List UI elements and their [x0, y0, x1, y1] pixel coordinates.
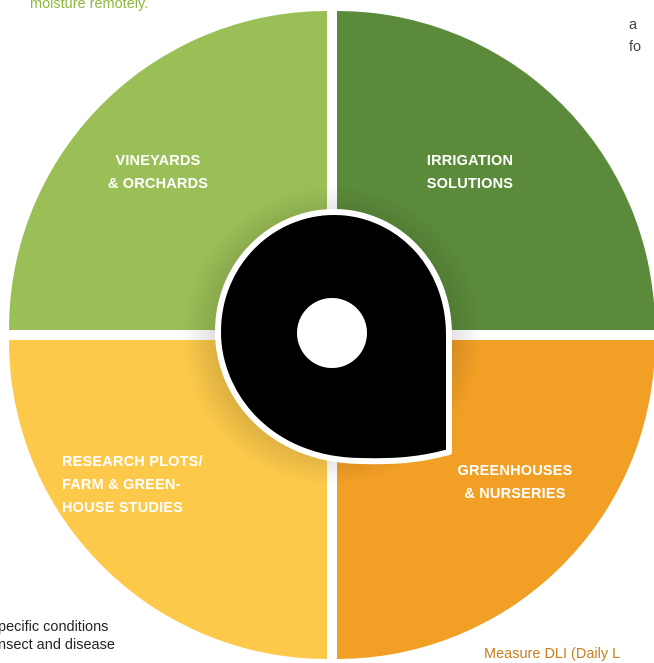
caption-bottom-left: nsect and disease	[0, 637, 115, 653]
label-line: IRRIGATION	[426, 153, 514, 169]
label-line: & NURSERIES	[464, 486, 566, 502]
label-line: GREENHOUSES	[457, 463, 573, 479]
caption-top-left: moisture remotely.	[30, 0, 149, 12]
label-line: RESEARCH PLOTS/	[62, 454, 203, 470]
label-greenhouses: GREENHOUSES & NURSERIES	[440, 460, 590, 506]
label-line: HOUSE STUDIES	[62, 500, 184, 516]
caption-bottom-right: Measure DLI (Daily L	[484, 646, 621, 662]
location-pin-icon	[215, 209, 452, 465]
caption-top-right: fo	[629, 39, 642, 55]
label-line: & ORCHARDS	[107, 176, 209, 192]
label-irrigation: IRRIGATION SOLUTIONS	[400, 150, 540, 196]
label-line: SOLUTIONS	[426, 176, 514, 192]
label-line: VINEYARDS	[115, 153, 201, 169]
pin-dot	[297, 298, 367, 368]
label-research: RESEARCH PLOTS/ FARM & GREEN- HOUSE STUD…	[62, 451, 242, 520]
caption-bottom-left: pecific conditions	[0, 619, 109, 635]
label-vineyards: VINEYARDS & ORCHARDS	[88, 150, 228, 196]
caption-top-right: a	[629, 17, 638, 33]
label-line: FARM & GREEN-	[62, 477, 181, 493]
